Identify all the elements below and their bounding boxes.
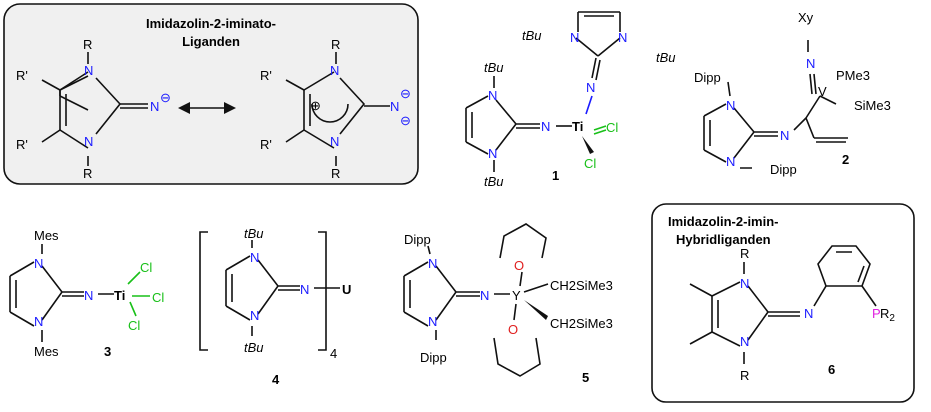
atom-O: O [514, 258, 524, 273]
atom-N: N [541, 119, 550, 134]
atom-Y: Y [512, 288, 521, 303]
box1-frame [3, 3, 419, 185]
subscript-4: 4 [330, 346, 337, 361]
atom-U: U [342, 282, 351, 297]
compound-1: N N N tBu tBu Ti Cl Cl N N N tBu tBu 1 [465, 11, 676, 189]
atom-Ti: Ti [114, 288, 125, 303]
compound-label-4: 4 [272, 372, 280, 387]
compound-label-3: 3 [104, 344, 111, 359]
compound-label-5: 5 [582, 370, 589, 385]
compound-label-1: 1 [552, 168, 559, 183]
atom-O: O [508, 322, 518, 337]
group-CH2SiMe3: CH2SiMe3 [550, 316, 613, 331]
atom-Cl: Cl [606, 120, 618, 135]
atom-N: N [740, 334, 749, 349]
atom-N: N [330, 134, 339, 149]
atom-N: N [34, 256, 43, 271]
box-imidazolin-iminato: Imidazolin-2-iminato- Liganden N N N ⊖ R… [3, 3, 419, 185]
box1-title-line1: Imidazolin-2-iminato- [146, 16, 276, 31]
atom-Cl: Cl [140, 260, 152, 275]
substituent-Dipp: Dipp [770, 162, 797, 177]
substituent-tBu: tBu [484, 60, 504, 75]
substituent-Dipp: Dipp [694, 70, 721, 85]
resonance-arrow [178, 102, 236, 114]
group-CH2SiMe3: CH2SiMe3 [550, 278, 613, 293]
atom-N: N [740, 276, 749, 291]
compound-4: N N N tBu tBu U 4 4 [199, 226, 351, 387]
substituent-tBu: tBu [244, 340, 264, 355]
substituent-Xy: Xy [798, 10, 814, 25]
atom-Ti: Ti [572, 119, 583, 134]
compound-2: N N N Dipp Dipp V N Xy PMe3 SiMe3 2 [694, 10, 891, 177]
substituent-tBu: tBu [522, 28, 542, 43]
substituent-Mes: Mes [34, 344, 59, 359]
compound-label-2: 2 [842, 152, 849, 167]
atom-N: N [300, 282, 309, 297]
atom-N: N [330, 63, 339, 78]
atom-N: N [726, 98, 735, 113]
box2-title-line2: Hybridliganden [676, 232, 771, 247]
atom-Cl: Cl [584, 156, 596, 171]
atom-N: N [780, 128, 789, 143]
substituent-Mes: Mes [34, 228, 59, 243]
atom-N: N [586, 80, 595, 95]
box2-frame [651, 203, 915, 403]
atom-N: N [480, 288, 489, 303]
atom-N: N [84, 63, 93, 78]
substituent-R: R [83, 166, 92, 181]
substituent-R: R [331, 166, 340, 181]
charge-plus: ⊕ [310, 98, 321, 113]
substituent-R: R [740, 368, 749, 383]
resonance-structure-right: N N N ⊖ ⊖ ⊕ R R R' R' [260, 37, 411, 181]
atom-N: N [488, 88, 497, 103]
atom-N: N [570, 30, 579, 45]
atom-N: N [150, 99, 159, 114]
substituent-R: R [331, 37, 340, 52]
resonance-structure-left: N N N ⊖ R R R' R' [16, 37, 171, 181]
compound-3: N N N Mes Mes Ti Cl Cl Cl 3 [9, 228, 164, 359]
atom-N: N [84, 134, 93, 149]
atom-N: N [390, 99, 399, 114]
atom-N: N [618, 30, 627, 45]
atom-N: N [804, 306, 813, 321]
substituent-R: R [83, 37, 92, 52]
substituent-Dipp: Dipp [404, 232, 431, 247]
group-PMe3: PMe3 [836, 68, 870, 83]
substituent-R-prime: R' [260, 137, 272, 152]
atom-N: N [806, 56, 815, 71]
atom-P: P [872, 306, 881, 321]
substituent-Dipp: Dipp [420, 350, 447, 365]
atom-Cl: Cl [128, 318, 140, 333]
substituent-tBu: tBu [484, 174, 504, 189]
atom-N: N [428, 314, 437, 329]
box2-title-line1: Imidazolin-2-imin- [668, 214, 779, 229]
box1-title-line2: Liganden [182, 34, 240, 49]
atom-N: N [34, 314, 43, 329]
atom-N: N [250, 250, 259, 265]
substituent-R-prime: R' [16, 68, 28, 83]
substituent-tBu: tBu [244, 226, 264, 241]
atom-N: N [726, 154, 735, 169]
compound-5: N N N Dipp Dipp Y O O CH2SiMe3 CH2SiMe3 … [403, 223, 613, 385]
atom-N: N [488, 146, 497, 161]
charge-minus: ⊖ [160, 90, 171, 105]
substituent-R-prime: R' [16, 137, 28, 152]
group-SiMe3: SiMe3 [854, 98, 891, 113]
substituent-tBu: tBu [656, 50, 676, 65]
substituent-R: R [740, 246, 749, 261]
atom-N: N [250, 308, 259, 323]
substituent-R-prime: R' [260, 68, 272, 83]
atom-V: V [818, 84, 827, 99]
box-hybrid-ligand: Imidazolin-2-imin- Hybridliganden N N N … [651, 203, 915, 403]
charge-minus: ⊖ [400, 86, 411, 101]
charge-minus: ⊖ [400, 113, 411, 128]
atom-N: N [428, 256, 437, 271]
compound-label-6: 6 [828, 362, 835, 377]
atom-Cl: Cl [152, 290, 164, 305]
atom-N: N [84, 288, 93, 303]
